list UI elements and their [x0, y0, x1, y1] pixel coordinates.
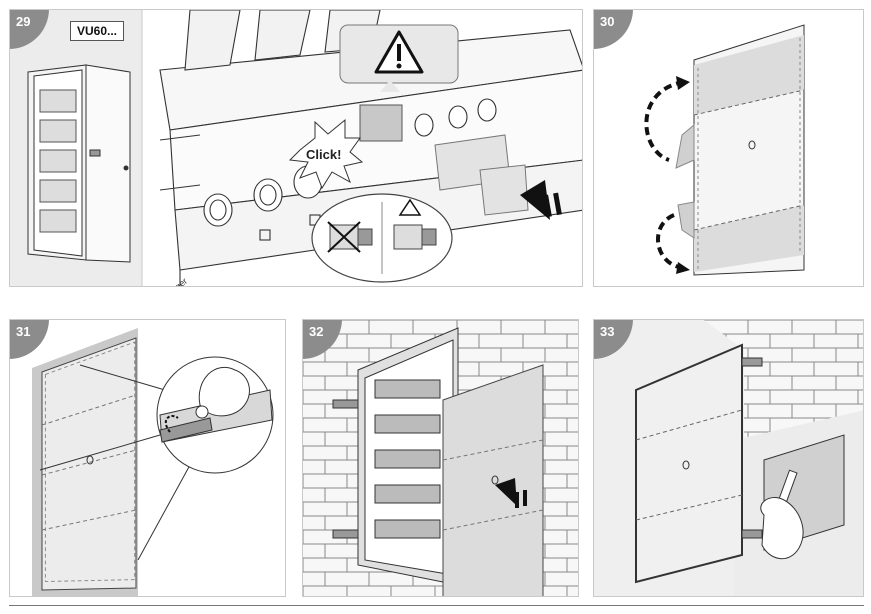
click-callout: Click!	[306, 147, 342, 162]
step-31-illustration	[32, 328, 274, 596]
step-33-panel: 33	[593, 319, 864, 597]
step-number: 31	[16, 324, 31, 339]
detail-circle	[311, 193, 453, 283]
clip-part	[434, 134, 529, 216]
step-badge-33: 33	[594, 320, 637, 359]
click-burst	[288, 118, 364, 190]
push-arrow-icon	[495, 478, 527, 508]
step-badge-29: 29	[10, 10, 53, 49]
step-30-illustration	[644, 24, 805, 276]
rotate-arrow-icon	[644, 80, 685, 270]
bottom-rule	[9, 605, 864, 606]
hand-icon	[195, 367, 250, 419]
warning-icon	[374, 30, 424, 74]
step-33-illustration	[594, 320, 863, 596]
step-29-illustration: hager	[10, 10, 582, 287]
step-32-panel: 32	[302, 319, 579, 597]
step-number: 29	[16, 14, 31, 29]
step-number: 32	[309, 324, 324, 339]
step-30-panel: 30	[593, 9, 864, 287]
svg-text:hager: hager	[165, 276, 189, 287]
step-number: 33	[600, 324, 615, 339]
step-31-panel: 31	[9, 319, 286, 597]
model-label: VU60...	[70, 21, 124, 41]
step-32-illustration	[303, 320, 578, 596]
step-badge-32: 32	[303, 320, 346, 359]
cabinet-thumbnail	[27, 64, 131, 263]
push-arrow-icon	[520, 180, 562, 220]
plastered-cover	[635, 343, 763, 584]
warning-box	[339, 24, 459, 92]
step-29-panel: hager 29 VU60... Click!	[9, 9, 583, 287]
step-badge-31: 31	[10, 320, 53, 359]
step-badge-30: 30	[594, 10, 637, 49]
step-number: 30	[600, 14, 615, 29]
hand-icon	[760, 497, 804, 559]
